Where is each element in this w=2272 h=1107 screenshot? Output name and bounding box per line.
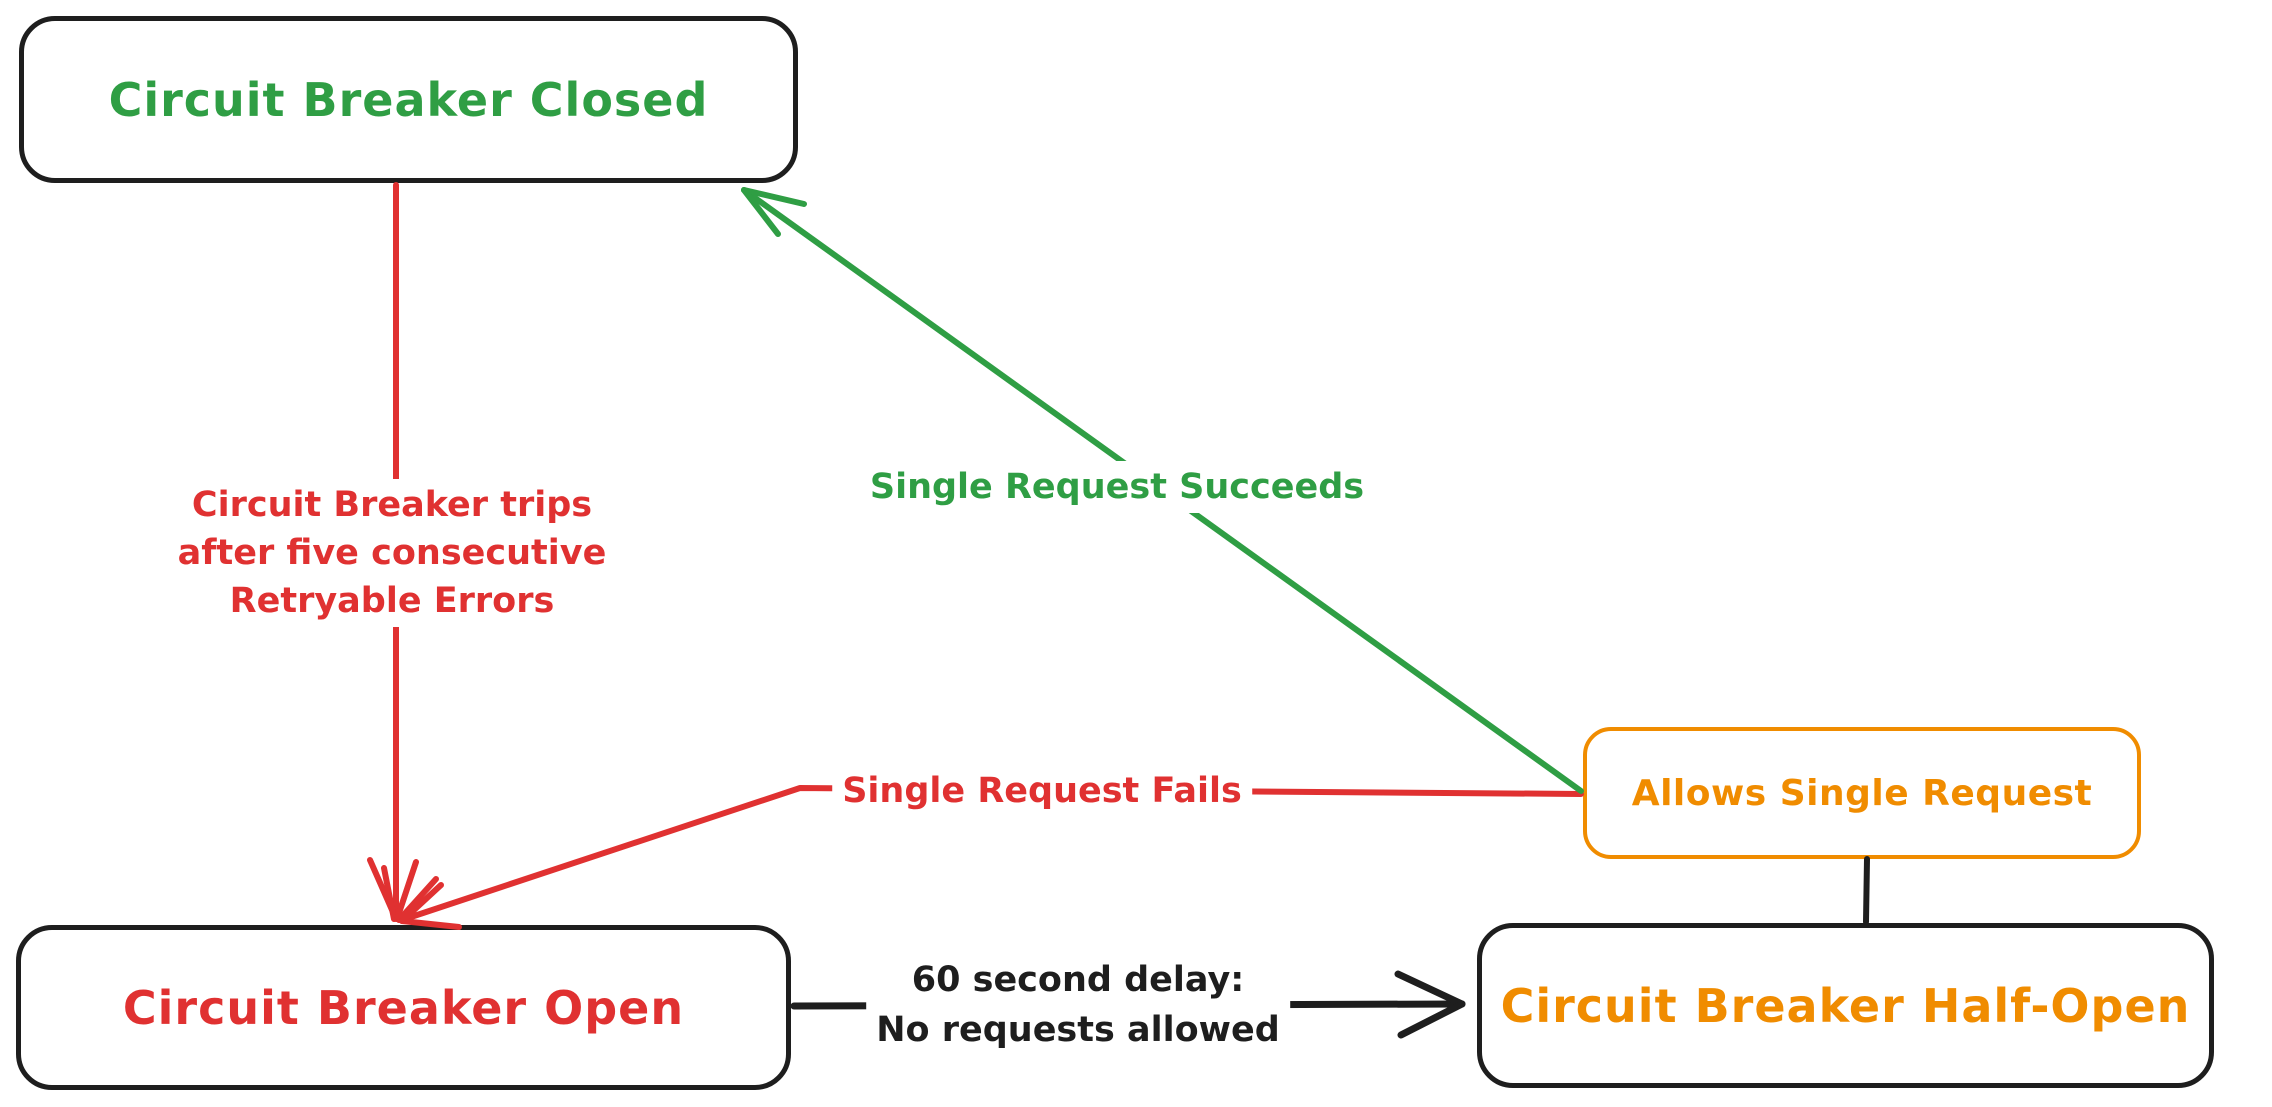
node-open-label: Circuit Breaker Open [122, 980, 685, 1035]
node-half-open-label: Circuit Breaker Half-Open [1500, 978, 2191, 1033]
edge-label-delay-line1: 60 second delay: [911, 960, 1245, 1000]
node-circuit-breaker-closed: Circuit Breaker Closed [19, 16, 798, 183]
node-allows-label: Allows Single Request [1631, 772, 2093, 814]
edge-halfopen-connector [1863, 856, 1870, 925]
edge-label-trip: Circuit Breaker trips after five consecu… [167, 479, 617, 627]
node-circuit-breaker-half-open: Circuit Breaker Half-Open [1477, 923, 2214, 1088]
node-allows-single-request: Allows Single Request [1583, 727, 2141, 859]
edge-label-trip-line1: Circuit Breaker trips [191, 485, 593, 525]
edge-label-fails: Single Request Fails [832, 765, 1252, 817]
edge-label-trip-line2: after five consecutive [177, 533, 607, 573]
edge-label-delay-line2: No requests allowed [876, 1010, 1280, 1050]
node-circuit-breaker-open: Circuit Breaker Open [16, 925, 791, 1090]
edge-label-trip-line3: Retryable Errors [229, 581, 555, 621]
node-closed-label: Circuit Breaker Closed [108, 72, 709, 127]
edge-label-succeeds: Single Request Succeeds [859, 461, 1375, 513]
edge-label-delay: 60 second delay: No requests allowed [866, 953, 1290, 1057]
